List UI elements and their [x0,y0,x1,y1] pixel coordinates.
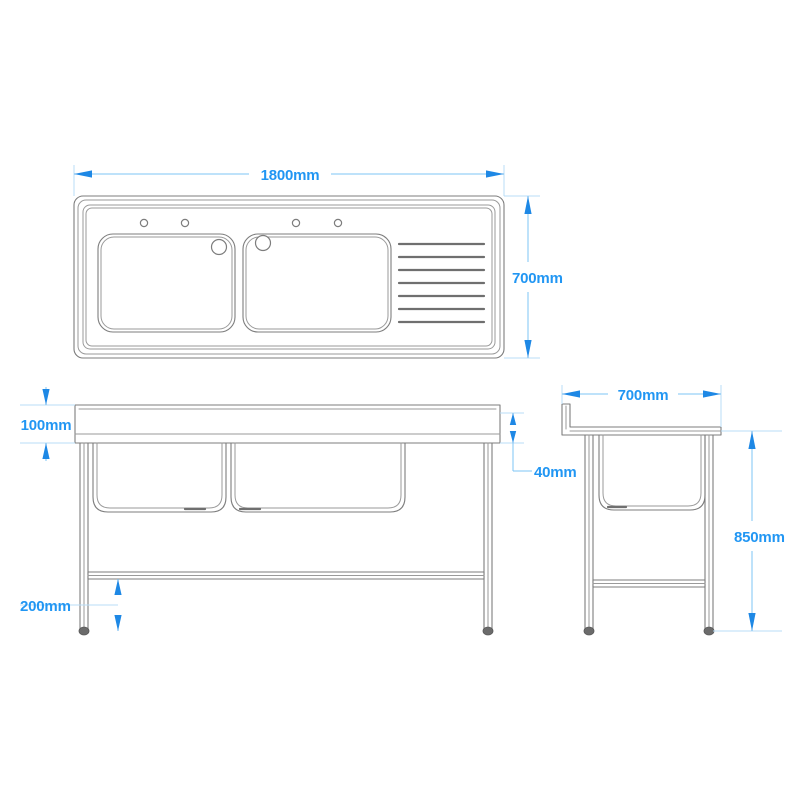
front-foot-left [78,626,90,636]
top-surface-field [85,207,493,347]
front-bowl-right-inner [234,442,402,509]
top-bowl-right [242,233,392,333]
dimension-label-side-depth: 700mm [618,387,669,404]
view-top-plan: 1800mm 700mm [73,165,563,359]
top-rim-inner-1 [77,199,501,355]
top-outer-rim [73,195,505,359]
side-foot-front [703,626,715,636]
side-leg-rear [583,434,595,636]
front-worktop-slab [74,404,501,444]
dimension-side-height: 850mm [713,430,785,632]
dimension-label-top-depth: 700mm [512,270,563,287]
dim-arrow-upstand-top [42,389,50,405]
dim-arrow-height-top [748,431,756,449]
front-leg-left [78,442,90,636]
dimension-label-front-upstand: 100mm [21,417,72,434]
dim-arrow-bottom [524,340,532,358]
dimension-label-front-edge: 40mm [534,464,577,481]
side-bowl-inner [602,434,702,507]
tap-hole-4 [333,218,343,228]
dimension-front-edge: 40mm [500,412,577,481]
top-rim-inner-2 [82,204,496,350]
waste-hole-left-bowl [210,238,228,256]
dim-arrow-side-right [703,390,721,398]
dim-arrow-undershelf-bottom [114,615,122,631]
dimension-side-depth: 700mm [561,385,722,427]
dimension-label-front-undershelf: 200mm [20,598,71,615]
drainer-grooves [397,242,486,324]
tap-hole-1 [139,218,149,228]
top-bowl-left-inner [100,236,233,330]
dim-arrow-right [486,170,504,178]
dimension-front-undershelf: 200mm [20,579,122,631]
dimension-front-upstand: 100mm [20,387,75,461]
dim-arrow-edge-bottom [509,431,517,443]
tap-hole-2 [180,218,190,228]
dim-arrow-undershelf-top [114,579,122,595]
tap-hole-3 [291,218,301,228]
view-front-elevation: 100mm 40mm 200mm [20,387,577,636]
front-leg-right [482,442,494,636]
dim-arrow-left [74,170,92,178]
top-bowl-right-inner [245,236,389,330]
dimension-top-width: 1800mm [73,165,505,196]
dim-arrow-top [524,196,532,214]
side-bowl [598,434,706,511]
dim-arrow-edge-top [509,413,517,425]
front-bowl-left-inner [96,442,223,509]
side-foot-rear [583,626,595,636]
view-side-elevation: 700mm 850mm [561,385,785,636]
dimension-top-depth: 700mm [504,195,563,359]
dimension-label-top-width: 1800mm [261,167,320,184]
front-bowl-left [92,442,227,513]
top-bowl-left [97,233,236,333]
dim-arrow-upstand-bottom [42,443,50,459]
side-leg-front [703,434,715,636]
front-foot-right [482,626,494,636]
front-bowl-right [230,442,406,513]
dim-arrow-height-bottom [748,613,756,631]
dimension-label-side-height: 850mm [734,529,785,546]
waste-hole-right-bowl [254,234,272,252]
dim-arrow-side-left [562,390,580,398]
